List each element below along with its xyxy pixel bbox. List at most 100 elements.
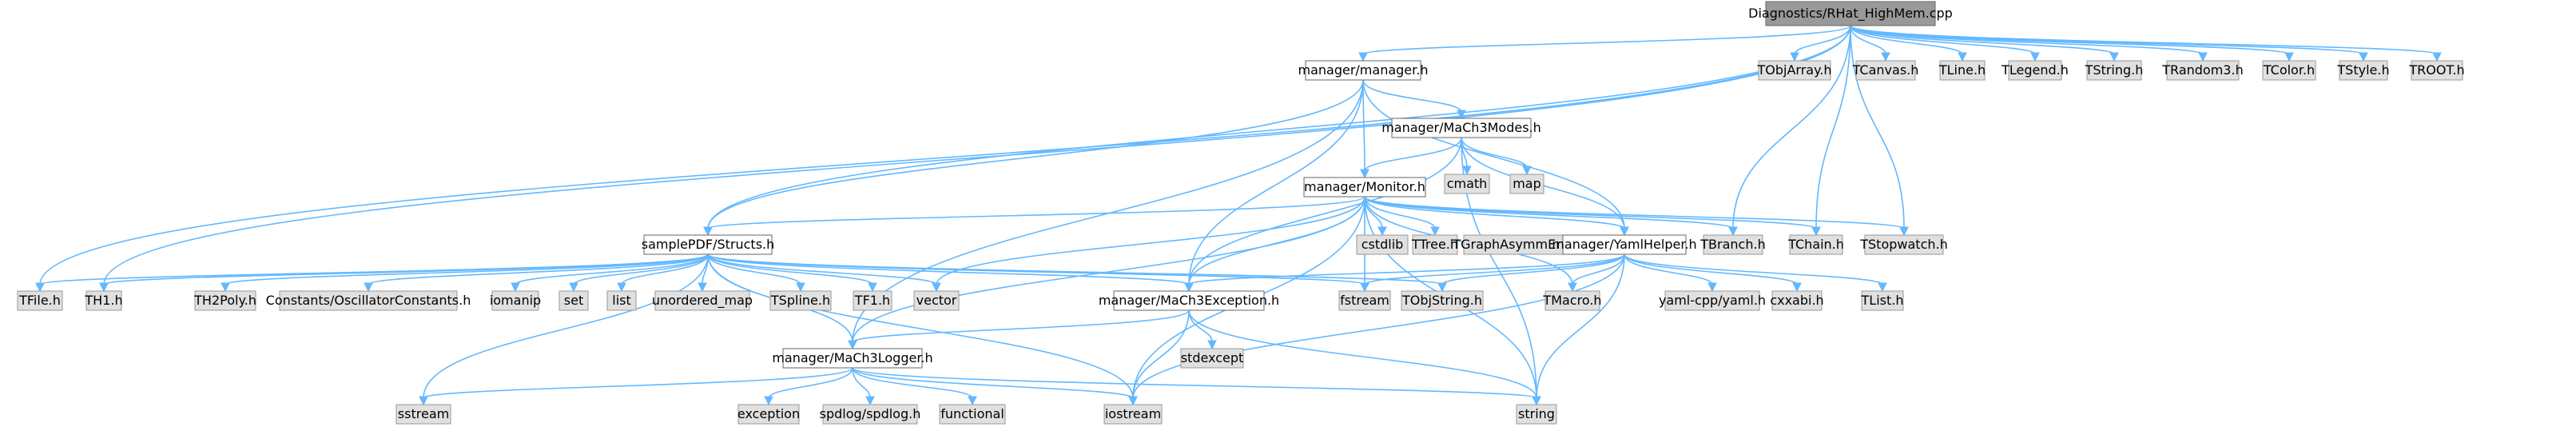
- edge-line: [103, 25, 1851, 285]
- node-iomanip: iomanip: [490, 290, 541, 311]
- edge-arrowhead: [1958, 52, 1967, 62]
- node-tfile: TFile.h: [17, 290, 63, 311]
- edge-arrowhead: [1568, 282, 1577, 293]
- edge-samplepdf-oscconst: [364, 253, 709, 293]
- edge-line: [1794, 25, 1851, 55]
- node-label: map: [1513, 176, 1541, 191]
- edge-samplepdf-th1: [99, 253, 709, 293]
- node-box: [737, 404, 800, 425]
- edge-line: [1850, 25, 2036, 55]
- edge-line: [1850, 25, 2438, 55]
- edge-line: [1850, 25, 2364, 55]
- node-box: [1758, 60, 1831, 81]
- edge-line: [707, 253, 937, 285]
- node-tchain: TChain.h: [1787, 234, 1844, 255]
- edge-yamlhelper-fstream: [1360, 253, 1625, 293]
- edge-line: [1624, 253, 1883, 285]
- node-tlist: TList.h: [1861, 290, 1904, 311]
- node-box: [1664, 290, 1760, 311]
- edge-arrowhead: [1437, 282, 1447, 293]
- edge-line: [1364, 196, 1734, 229]
- edge-root-tstopwatch: [1850, 25, 1909, 237]
- edge-line: [1362, 79, 1462, 113]
- node-box: [1855, 60, 1916, 81]
- node-string: string: [1516, 404, 1557, 425]
- node-tcanvas: TCanvas.h: [1852, 60, 1918, 81]
- node-tlegend: TLegend.h: [2001, 60, 2069, 81]
- node-label: list: [612, 293, 631, 308]
- node-label: TMacro.h: [1542, 293, 1601, 308]
- edge-arrowhead: [2432, 52, 2442, 62]
- node-box: [2339, 60, 2388, 81]
- node-root[interactable]: Diagnostics/RHat_HighMem.cpp: [1748, 1, 1953, 26]
- node-samplepdf[interactable]: samplePDF/Structs.h: [642, 234, 775, 255]
- node-exception_h[interactable]: manager/MaCh3Exception.h: [1099, 290, 1279, 311]
- edge-arrowhead: [1360, 169, 1369, 179]
- node-fstream: fstream: [1338, 290, 1391, 311]
- node-label: exception: [737, 406, 800, 421]
- edge-line: [852, 309, 1190, 343]
- edge-logger-exception: [764, 367, 853, 406]
- node-label: cmath: [1447, 176, 1488, 191]
- node-box: [2008, 60, 2062, 81]
- node-spdlog: spdlog/spdlog.h: [820, 404, 920, 425]
- node-label: TROOT.h: [2408, 62, 2464, 78]
- edge-arrowhead: [1377, 226, 1387, 237]
- edge-line: [707, 253, 801, 285]
- edge-mach3modes-exception_h: [1184, 137, 1462, 293]
- node-label: TStopwatch.h: [1859, 237, 1947, 252]
- node-yamlcpp: yaml-cpp/yaml.h: [1659, 290, 1766, 311]
- edge-monitor-tstopwatch: [1364, 196, 1909, 237]
- edge-arrowhead: [2359, 52, 2368, 62]
- node-box: [1305, 60, 1421, 81]
- node-box: [1771, 290, 1823, 311]
- edge-manager-samplepdf: [703, 79, 1364, 237]
- node-label: TList.h: [1861, 293, 1904, 308]
- node-mach3modes[interactable]: manager/MaCh3Modes.h: [1381, 118, 1541, 138]
- node-box: [194, 290, 256, 311]
- node-tobjarray: TObjArray.h: [1756, 60, 1832, 81]
- edge-yamlhelper-string: [1532, 253, 1625, 406]
- node-label: TH2Poly.h: [193, 293, 256, 308]
- edge-samplepdf-fstream: [707, 253, 1369, 293]
- node-monitor[interactable]: manager/Monitor.h: [1303, 177, 1426, 198]
- edge-arrowhead: [2109, 52, 2119, 62]
- edge-arrowhead: [1532, 396, 1541, 406]
- edge-line: [39, 25, 1851, 285]
- edge-arrowhead: [703, 226, 713, 237]
- node-manager[interactable]: manager/manager.h: [1298, 60, 1429, 81]
- node-box: [279, 290, 458, 311]
- edge-line: [1188, 309, 1537, 399]
- edge-line: [1850, 25, 1905, 229]
- node-box: [1412, 234, 1458, 255]
- edge-arrowhead: [221, 282, 230, 293]
- node-label: iostream: [1105, 406, 1161, 421]
- edge-line: [852, 196, 1366, 343]
- node-label: string: [1518, 406, 1555, 421]
- edge-monitor-ttree: [1364, 196, 1440, 237]
- node-logger[interactable]: manager/MaCh3Logger.h: [772, 348, 933, 369]
- node-label: TObjArray.h: [1756, 62, 1831, 78]
- edge-arrowhead: [1899, 226, 1909, 237]
- node-yamlhelper[interactable]: manager/YamlHelper.h: [1552, 234, 1697, 255]
- node-oscconst: Constants/OscillatorConstants.h: [266, 290, 471, 311]
- edge-line: [1132, 309, 1190, 399]
- edge-yamlhelper-tlist: [1624, 253, 1887, 293]
- edge-monitor-yamlhelper: [1364, 196, 1629, 237]
- node-label: TSpline.h: [770, 293, 830, 308]
- edge-samplepdf-list: [617, 253, 709, 293]
- edge-line: [707, 196, 1366, 229]
- edge-yamlhelper-yamlcpp: [1624, 253, 1717, 293]
- edge-line: [1624, 253, 1798, 285]
- edge-arrowhead: [764, 396, 773, 406]
- node-box: [17, 290, 63, 311]
- node-box: [913, 290, 960, 311]
- node-box: [1401, 290, 1484, 311]
- node-label: TStyle.h: [2336, 62, 2389, 78]
- edge-root-samplepdf: [703, 25, 1851, 237]
- edge-samplepdf-tf1: [707, 253, 877, 293]
- edge-monitor-tchain: [1364, 196, 1821, 237]
- node-functional: functional: [939, 404, 1006, 425]
- edge-line: [1362, 79, 1366, 172]
